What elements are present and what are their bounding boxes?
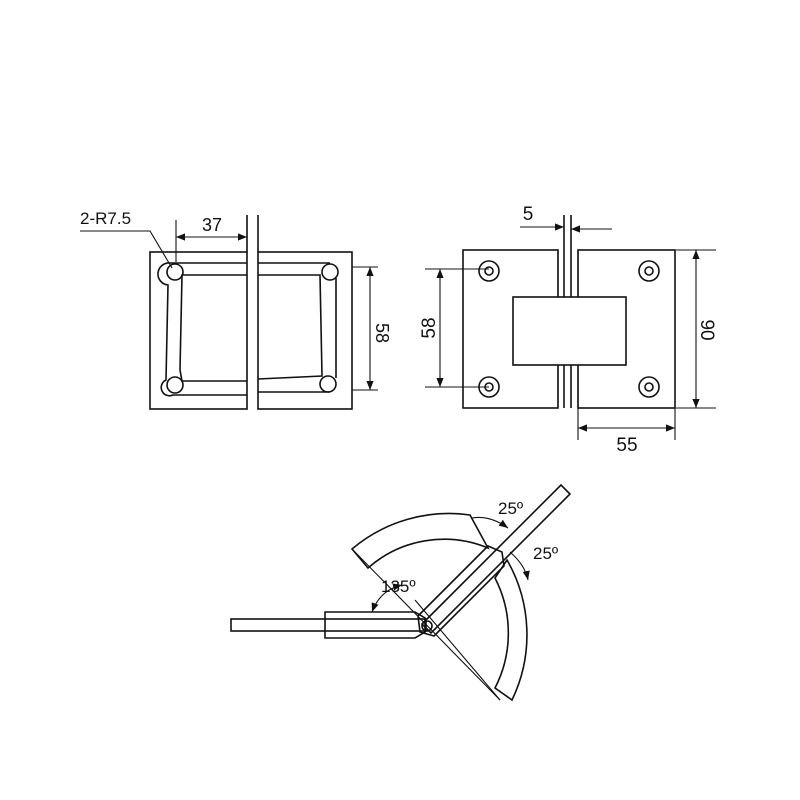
angled-glass-panel — [420, 483, 572, 635]
screw-hole-top-right — [638, 260, 660, 282]
hinge-body — [512, 296, 627, 366]
dim-58-front-label: 58 — [372, 323, 392, 343]
dim-5-label: 5 — [523, 204, 534, 225]
angle-25-right-arc — [509, 551, 530, 581]
pivot-point — [421, 620, 433, 632]
dim-55-label: 55 — [616, 435, 637, 456]
dim-90-label: 90 — [696, 319, 717, 340]
angle-25-upper-arc — [471, 516, 509, 529]
left-cutout-slot — [157, 262, 247, 397]
right-plate — [257, 251, 353, 410]
angle-25-upper-label: 25º — [498, 499, 523, 518]
lower-swing-arc — [493, 558, 528, 702]
side-view: 5 58 90 55 — [419, 204, 717, 456]
horizontal-clamp — [324, 611, 426, 639]
angle-view: 25º 25º 135º — [230, 483, 572, 702]
front-view: 2-R7.5 37 58 — [80, 209, 392, 410]
dim-37-label: 37 — [202, 215, 222, 235]
angle-135-label: 135º — [381, 577, 416, 596]
right-cutout-slot — [257, 262, 330, 393]
upper-swing-arc — [350, 512, 490, 570]
dim-58-side-label: 58 — [419, 317, 440, 338]
radius-callout-label: 2-R7.5 — [80, 209, 131, 228]
screw-hole-bottom-right — [638, 376, 660, 398]
horizontal-glass-panel — [230, 618, 427, 632]
angle-25-right-label: 25º — [533, 544, 558, 563]
left-plate — [149, 251, 248, 410]
screw-hole-top-left — [478, 260, 500, 282]
radius-leader-line — [80, 230, 173, 269]
angled-clamp — [417, 545, 505, 637]
angle-135-arc — [371, 583, 403, 613]
